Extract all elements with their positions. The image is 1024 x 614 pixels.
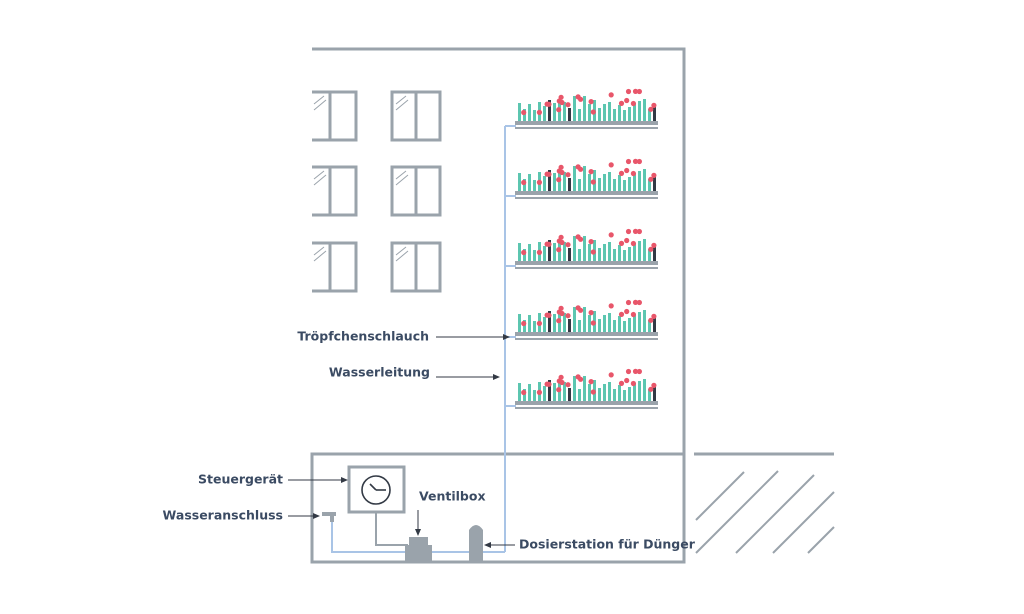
planter xyxy=(515,158,658,199)
label-water-pipe: Wasserleitung xyxy=(329,365,430,380)
window xyxy=(390,90,442,142)
controller-box xyxy=(347,465,408,546)
dosing-station xyxy=(469,525,483,562)
window xyxy=(312,165,358,217)
planter xyxy=(515,368,658,409)
label-drip-hose: Tröpfchenschlauch xyxy=(297,329,429,344)
label-controller: Steuergerät xyxy=(198,472,283,487)
planter-rows xyxy=(515,88,658,409)
window xyxy=(312,90,358,142)
planter xyxy=(515,88,658,129)
windows xyxy=(312,90,442,293)
valve-box xyxy=(405,537,432,562)
window xyxy=(390,165,442,217)
leader-lines xyxy=(288,334,515,548)
planter xyxy=(515,299,658,340)
ground-hatch xyxy=(694,452,835,554)
window xyxy=(312,241,358,293)
planter xyxy=(515,228,658,269)
window xyxy=(390,241,442,293)
label-dosing-station: Dosierstation für Dünger xyxy=(519,537,696,552)
building-outline xyxy=(310,47,686,564)
label-valve-box: Ventilbox xyxy=(419,489,486,504)
label-water-connection: Wasseranschluss xyxy=(163,508,283,523)
water-connection-tap xyxy=(322,512,336,522)
clock-icon xyxy=(361,475,391,505)
